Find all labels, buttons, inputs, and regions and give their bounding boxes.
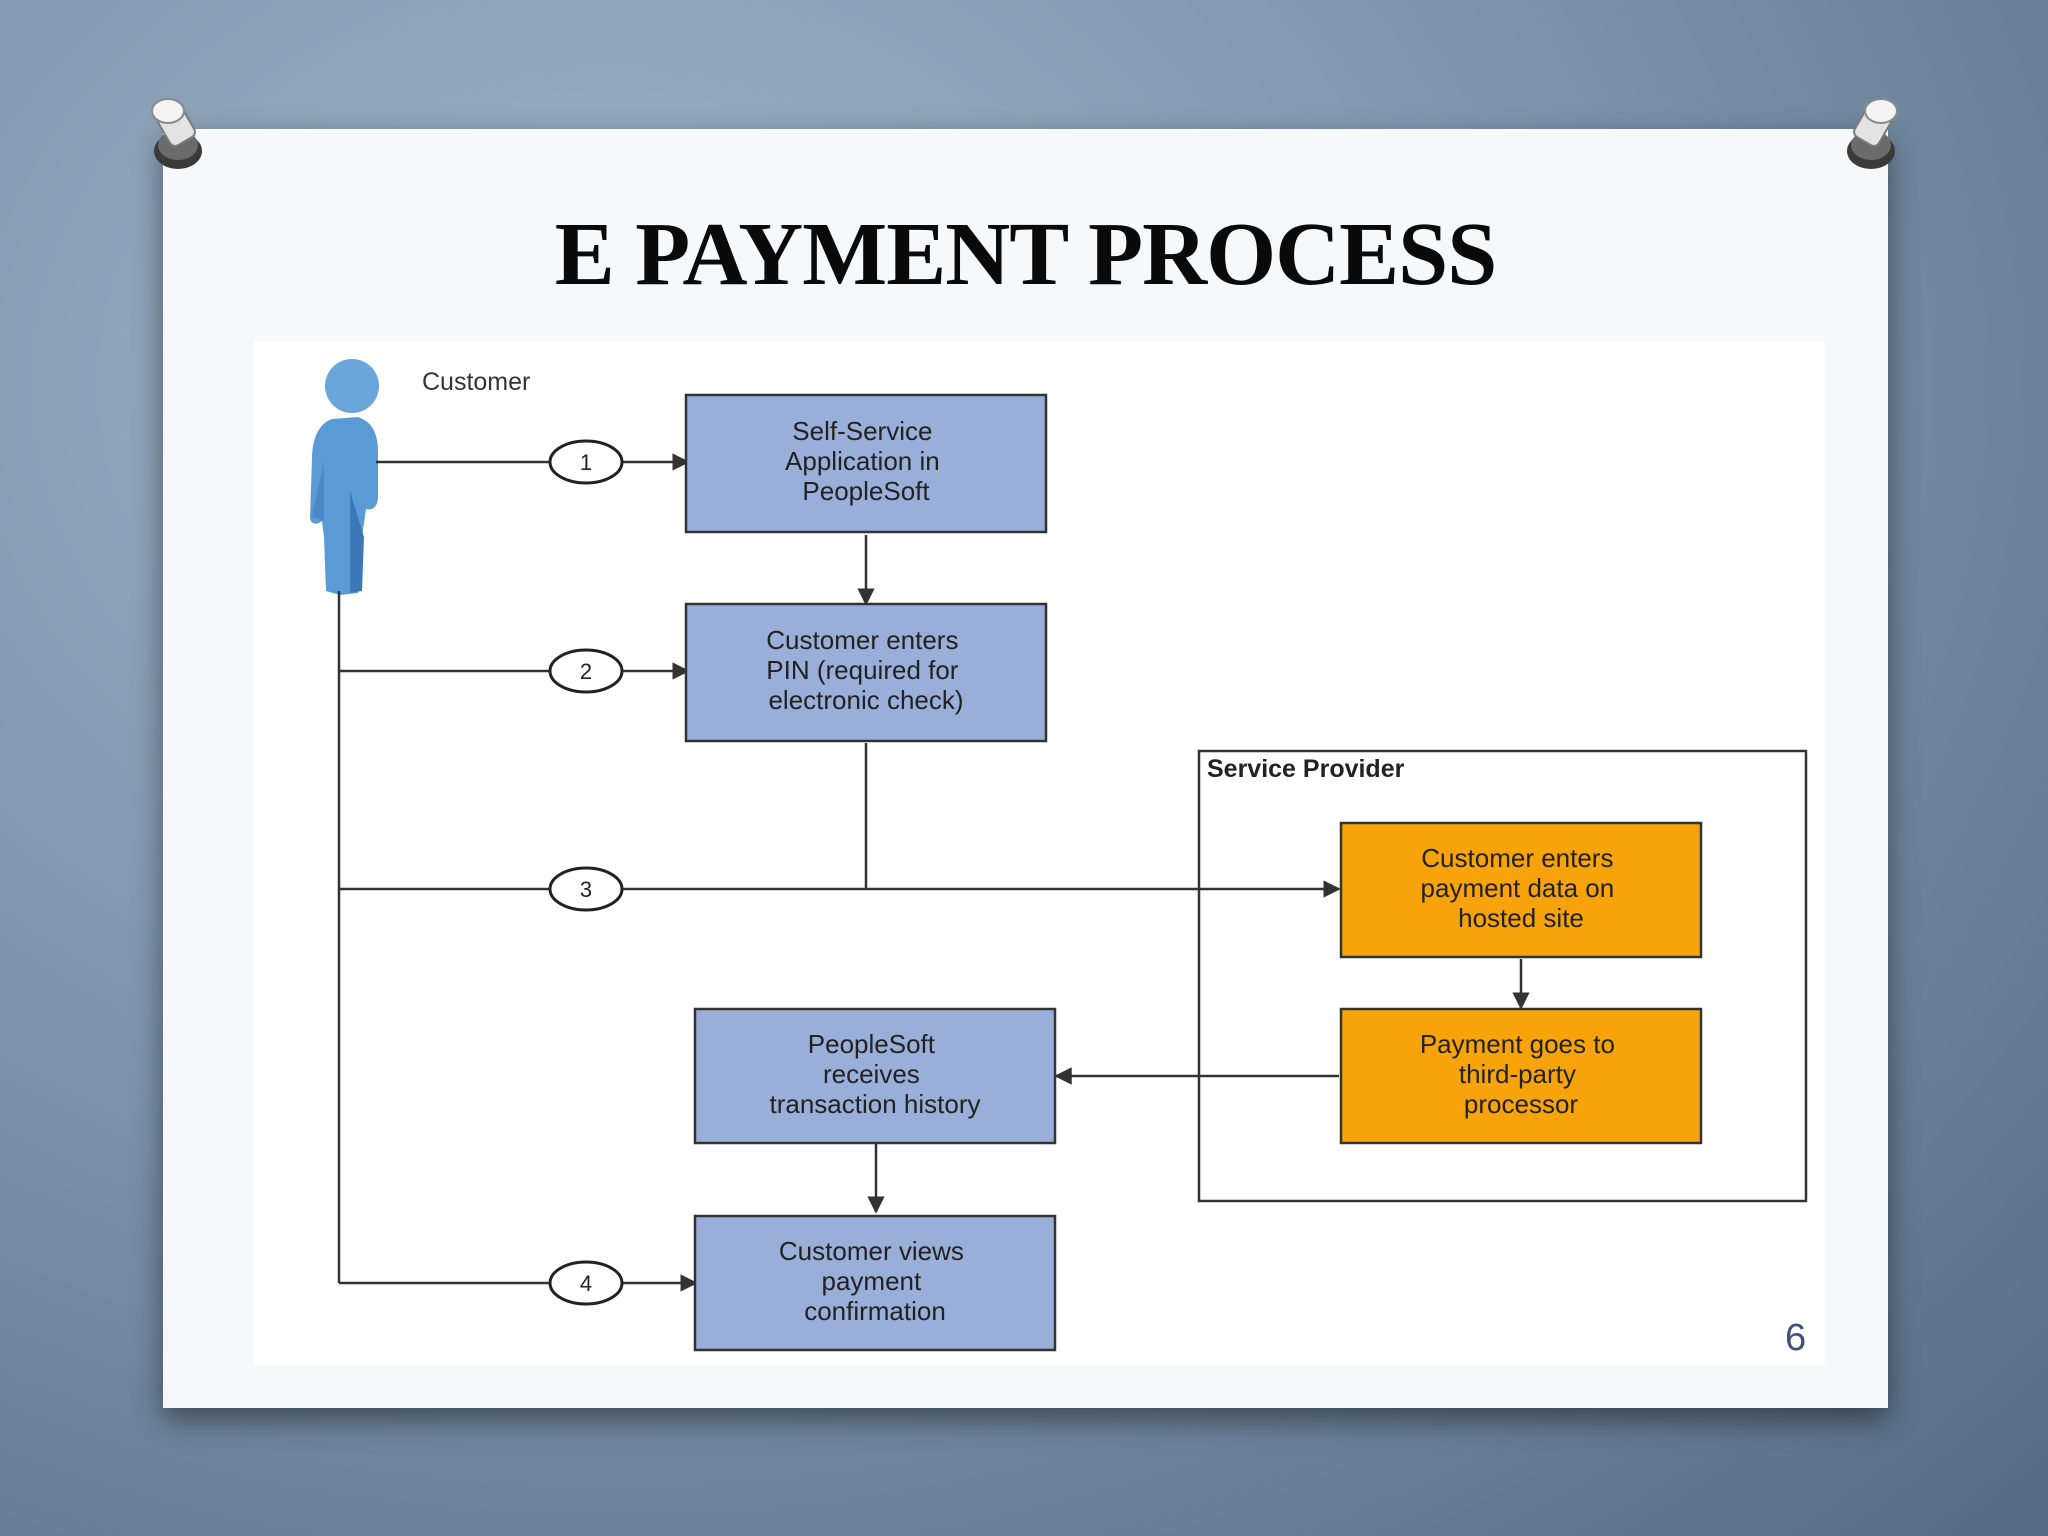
node-text-line: payment data on [1421, 873, 1615, 903]
step-circle-2: 2 [548, 648, 624, 694]
node-peoplesoft-receives-history: PeopleSoft receives transaction history [693, 1007, 1057, 1145]
node-text-line: Customer enters [766, 625, 958, 655]
node-text-line: Customer views [779, 1236, 964, 1266]
node-customer-enters-payment-data: Customer enters payment data on hosted s… [1339, 821, 1703, 959]
step-circle-3: 3 [548, 866, 624, 912]
slide-title: E PAYMENT PROCESS [554, 205, 1498, 304]
node-text-line: Self-Service [792, 416, 932, 446]
payment-flow-diagram: Customer 1 2 [254, 341, 1825, 1365]
svg-text:Customer enters paym: Customer enters payment data on hosted s… [1421, 843, 1622, 933]
node-customer-enters-pin: Customer enters PIN (required for electr… [684, 602, 1048, 743]
node-text-line: PIN (required for [766, 655, 959, 685]
customer-actor-icon [310, 359, 379, 595]
svg-text:Payment goes to thir: Payment goes to third-party processor [1420, 1029, 1622, 1119]
slide: E PAYMENT PROCESS Customer [151, 98, 1898, 1408]
actor-label: Customer [422, 368, 530, 396]
node-text-line: electronic check) [768, 685, 963, 715]
node-text-line: hosted site [1458, 903, 1584, 933]
node-text-line: payment [822, 1266, 922, 1296]
node-customer-views-confirmation: Customer views payment confirmation [693, 1214, 1057, 1352]
step-number: 3 [580, 877, 592, 902]
page-number: 6 [1785, 1317, 1807, 1359]
node-payment-goes-to-processor: Payment goes to third-party processor [1339, 1007, 1703, 1145]
node-text-line: Customer enters [1421, 843, 1613, 873]
step-circle-4: 4 [548, 1260, 624, 1306]
pushpin-right-icon [1847, 98, 1898, 169]
svg-text:Customer views payme: Customer views payment confirmation [779, 1236, 971, 1326]
step-number: 4 [580, 1271, 592, 1296]
node-self-service-application: Self-Service Application in PeopleSoft [684, 393, 1048, 534]
step-number: 2 [580, 659, 592, 684]
svg-text:PeopleSoft receives: PeopleSoft receives transaction history [770, 1029, 981, 1119]
pushpin-left-icon [151, 98, 202, 169]
service-provider-group [1197, 749, 1808, 1203]
node-text-line: receives [823, 1059, 920, 1089]
node-text-line: processor [1464, 1089, 1578, 1119]
service-provider-label: Service Provider [1207, 755, 1405, 783]
node-text-line: third-party [1459, 1059, 1576, 1089]
node-text-line: Application in [785, 446, 940, 476]
node-text-line: confirmation [804, 1296, 946, 1326]
step-circle-1: 1 [548, 439, 624, 485]
svg-text:Customer enters PIN: Customer enters PIN (required for electr… [766, 625, 965, 715]
node-text-line: PeopleSoft [802, 476, 930, 506]
step-number: 1 [580, 450, 592, 475]
node-text-line: Payment goes to [1420, 1029, 1615, 1059]
node-text-line: PeopleSoft [808, 1029, 936, 1059]
svg-text:Self-Service Applica: Self-Service Application in PeopleSoft [785, 416, 947, 506]
node-text-line: transaction history [770, 1089, 981, 1119]
